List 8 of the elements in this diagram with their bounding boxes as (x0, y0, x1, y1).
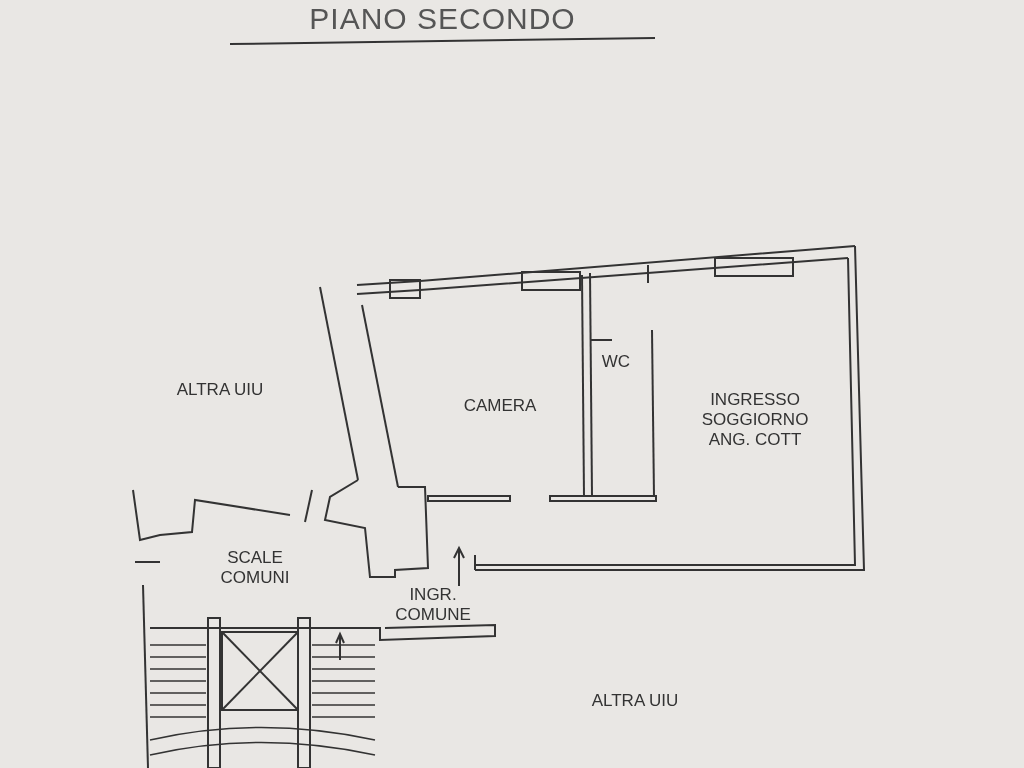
room-label: INGRESSO SOGGIORNO ANG. COTT (700, 390, 810, 450)
room-label: WC (600, 352, 632, 372)
entrance-label: INGR. COMUNE (394, 585, 472, 625)
room-label: SCALE COMUNI (219, 548, 291, 588)
room-label: ALTRA UIU (590, 691, 680, 711)
room-label: CAMERA (462, 396, 538, 416)
plan-title: PIANO SECONDO (308, 2, 577, 36)
room-label: ALTRA UIU (175, 380, 265, 400)
